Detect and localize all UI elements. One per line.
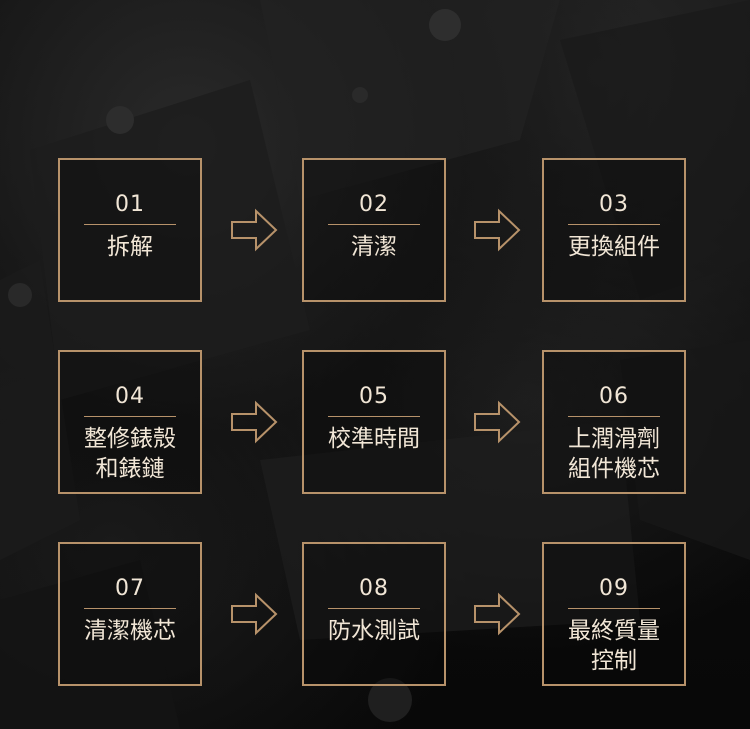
step-label: 清潔機芯 (66, 616, 194, 646)
step-number: 01 (115, 192, 145, 217)
step-02: 02 清潔 (302, 158, 446, 302)
step-divider (84, 416, 176, 417)
step-label-line: 最終質量 (568, 618, 660, 644)
step-label: 拆解 (66, 232, 194, 262)
arrow-right-outline-icon (231, 400, 278, 444)
step-08: 08 防水測試 (302, 542, 446, 686)
step-04: 04 整修錶殼 和錶鏈 (58, 350, 202, 494)
step-label-line: 整修錶殼 (84, 426, 176, 452)
step-01: 01 拆解 (58, 158, 202, 302)
step-divider (84, 224, 176, 225)
step-number: 09 (599, 576, 629, 601)
step-divider (84, 608, 176, 609)
step-label: 整修錶殼 和錶鏈 (66, 424, 194, 484)
step-divider (568, 608, 660, 609)
step-number: 06 (599, 384, 629, 409)
step-09: 09 最終質量 控制 (542, 542, 686, 686)
step-03: 03 更換組件 (542, 158, 686, 302)
step-label: 更換組件 (550, 232, 678, 262)
step-06: 06 上潤滑劑 組件機芯 (542, 350, 686, 494)
step-divider (568, 224, 660, 225)
step-number: 02 (359, 192, 389, 217)
step-07: 07 清潔機芯 (58, 542, 202, 686)
step-divider (328, 608, 420, 609)
step-label-line: 拆解 (107, 234, 153, 260)
arrow-right-outline-icon (231, 592, 278, 636)
step-divider (328, 224, 420, 225)
step-label-line: 組件機芯 (568, 456, 660, 482)
arrow-right-outline-icon (474, 592, 521, 636)
step-label-line: 和錶鏈 (95, 456, 165, 482)
step-number: 08 (359, 576, 389, 601)
step-label: 校準時間 (310, 424, 438, 454)
step-label-line: 清潔 (351, 234, 397, 260)
step-label-line: 清潔機芯 (84, 618, 176, 644)
step-label-line: 控制 (591, 648, 637, 674)
step-label-line: 更換組件 (568, 234, 660, 260)
step-label: 防水測試 (310, 616, 438, 646)
step-05: 05 校準時間 (302, 350, 446, 494)
step-number: 03 (599, 192, 629, 217)
step-label-line: 校準時間 (328, 426, 420, 452)
step-label-line: 上潤滑劑 (568, 426, 660, 452)
step-number: 07 (115, 576, 145, 601)
step-number: 05 (359, 384, 389, 409)
step-divider (568, 416, 660, 417)
step-label: 清潔 (310, 232, 438, 262)
step-label: 上潤滑劑 組件機芯 (550, 424, 678, 484)
step-label-line: 防水測試 (328, 618, 420, 644)
arrow-right-outline-icon (474, 400, 521, 444)
step-label: 最終質量 控制 (550, 616, 678, 676)
step-number: 04 (115, 384, 145, 409)
arrow-right-outline-icon (474, 208, 521, 252)
arrow-right-outline-icon (231, 208, 278, 252)
step-divider (328, 416, 420, 417)
